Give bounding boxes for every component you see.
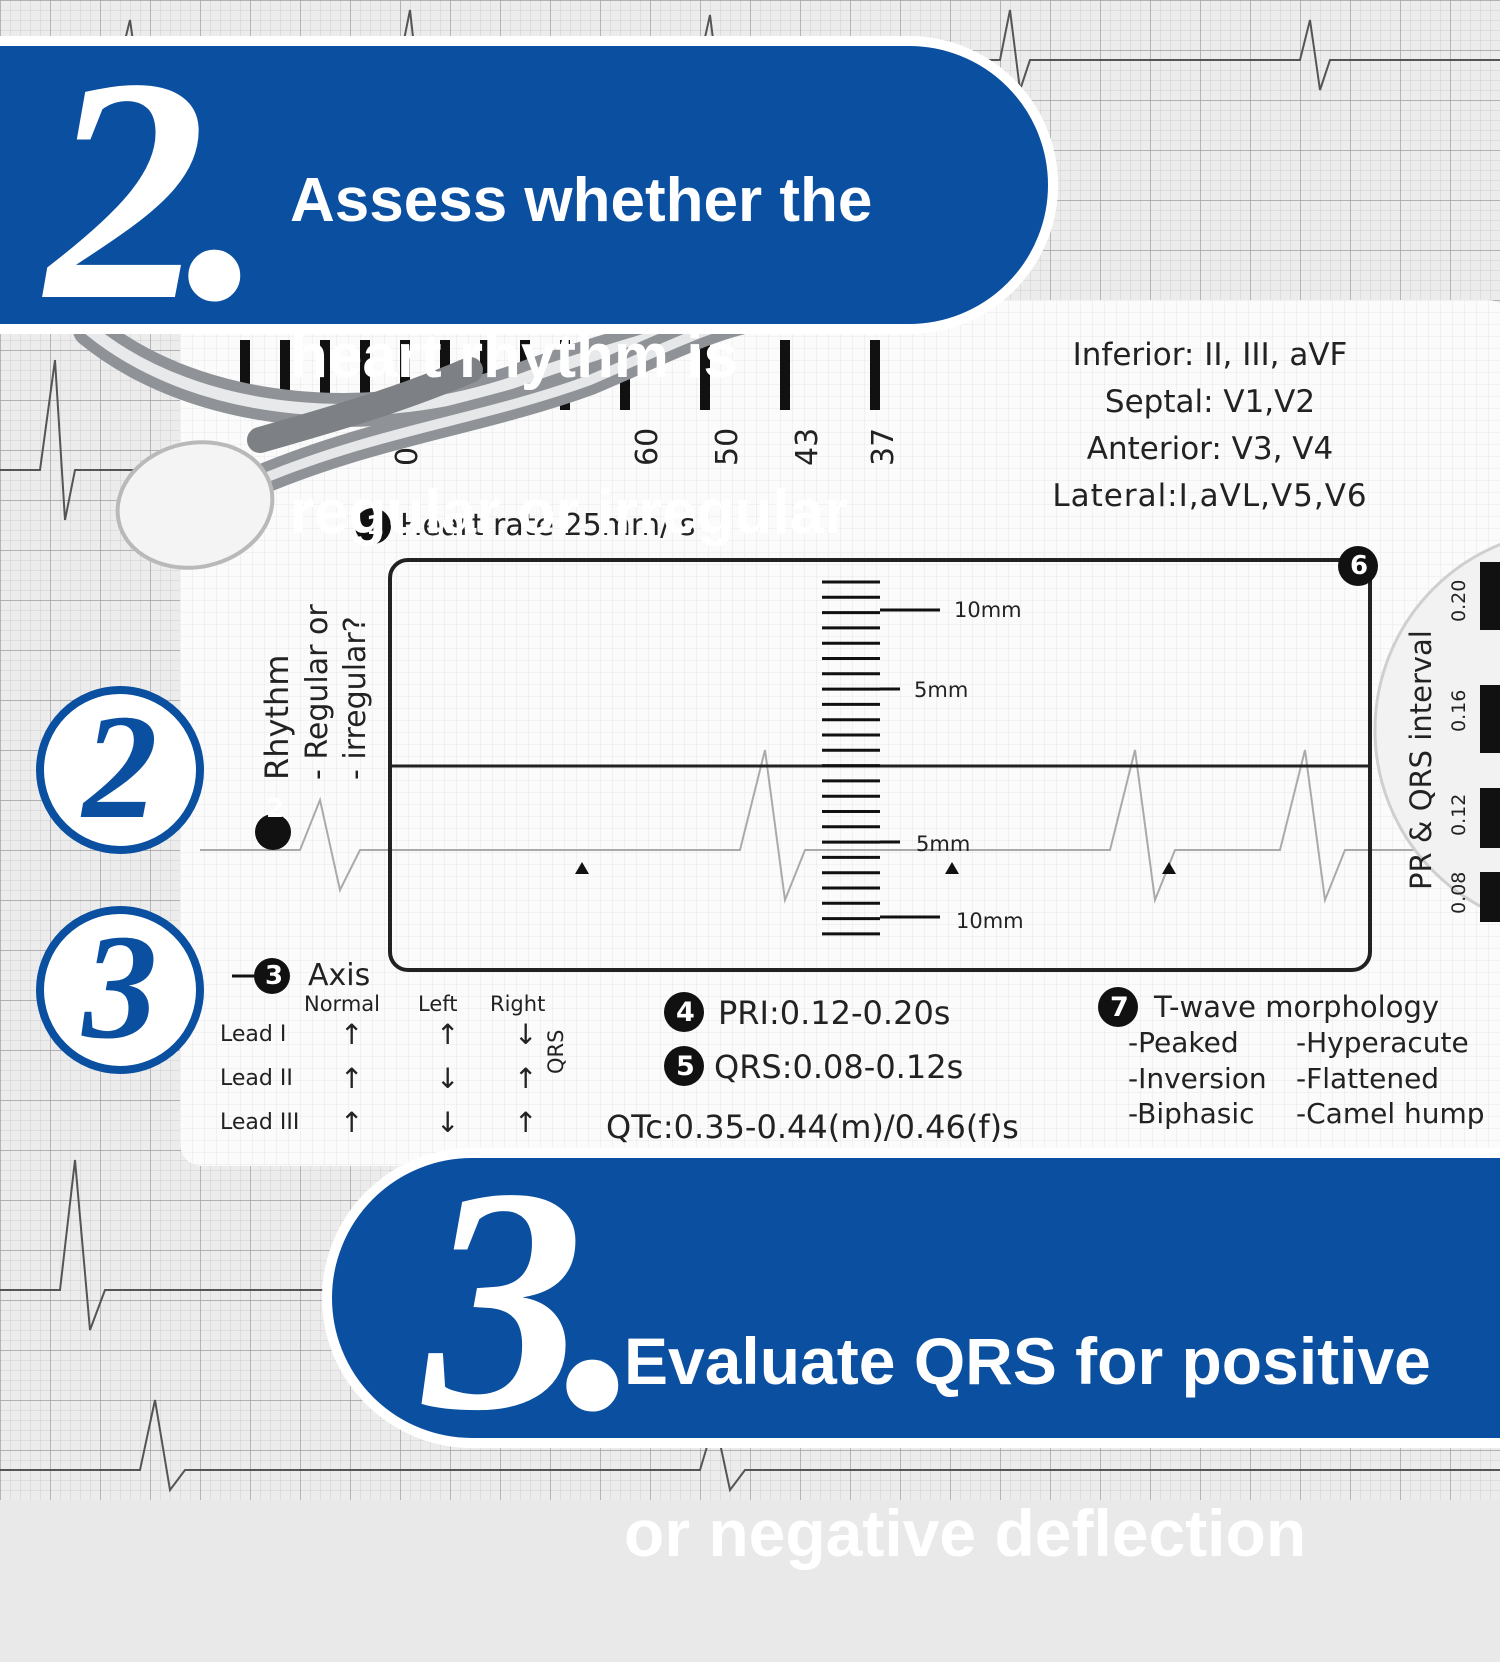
step-7-badge	[1098, 987, 1138, 1027]
twave-hyperacute: -Hyperacute	[1296, 1026, 1469, 1059]
marker-triangle	[575, 862, 589, 874]
twave-inversion: -Inversion	[1128, 1062, 1267, 1095]
card-graphics	[180, 300, 1500, 1166]
interval-tick-0-12: 0.12	[1448, 793, 1470, 836]
interval-bars	[1480, 562, 1500, 922]
lead-group-septal: Septal: V1,V2	[1104, 384, 1316, 420]
step-2-banner: 2. Assess whether the heart rhythm is re…	[0, 30, 1058, 547]
rhythm-sub-irregular: - irregular?	[338, 616, 373, 780]
ecg-trace-bottom2	[0, 1399, 1500, 1493]
qrs-range: QRS:0.08-0.12s	[714, 1048, 964, 1086]
ecg-trace-left	[0, 359, 160, 521]
pri-range: PRI:0.12-0.20s	[718, 994, 951, 1032]
step-1-badge	[355, 508, 391, 544]
axis-col-left: Left	[418, 992, 458, 1016]
step-3-number: 3	[265, 961, 284, 991]
mm-scale	[822, 580, 880, 936]
twave-peaked: -Peaked	[1128, 1026, 1239, 1059]
axis-row-lead: Lead I	[220, 1022, 287, 1047]
step-6-badge	[1338, 546, 1378, 586]
twave-biphasic: -Biphasic	[1128, 1097, 1255, 1130]
axis-arrow: ↓	[436, 1062, 460, 1095]
step-2-description-line: heart rhythm is	[290, 322, 738, 391]
scale-label-bottom-5mm: 5mm	[916, 832, 971, 856]
axis-col-normal: Normal	[304, 992, 380, 1016]
step-3-badge	[254, 958, 290, 994]
lead-groups: Inferior: II, III, aVF Septal: V1,V2 Ant…	[1000, 332, 1420, 520]
heart-rate-label: Heart rate 25mm/ s	[400, 508, 696, 543]
step-3-circle-number: 3	[82, 904, 158, 1070]
axis-col-right: Right	[490, 992, 546, 1016]
step-3-description-line: or negative deflection	[624, 1496, 1307, 1570]
step-2-number: 2	[265, 793, 285, 824]
interval-wheel	[1373, 543, 1500, 917]
axis-arrow: ↑	[340, 1062, 364, 1095]
axis-arrow: ↑	[340, 1106, 364, 1139]
axis-qrs-label: QRS	[544, 1029, 568, 1074]
step-4-badge	[664, 992, 704, 1032]
rhythm-label: Rhythm	[258, 654, 296, 780]
axis-arrow: ↑	[514, 1106, 538, 1139]
lead-group-lateral: Lateral:I,aVL,V5,V6	[1052, 478, 1368, 514]
step-2-badge	[255, 814, 291, 850]
scale-label-top-10mm: 10mm	[954, 598, 1022, 622]
step-2-circle-number: 2	[82, 684, 158, 850]
marker-triangle	[945, 862, 959, 874]
interval-label: PR & QRS interval	[1404, 630, 1438, 890]
step-2-description-line: regular or irregular	[290, 478, 849, 547]
interval-tick-0-20: 0.20	[1448, 579, 1470, 622]
step-3-description-line: Evaluate QRS for positive	[624, 1324, 1431, 1398]
step-5-badge	[664, 1046, 704, 1086]
twave-camel-hump: -Camel hump	[1296, 1097, 1485, 1130]
step-6-number: 6	[1350, 551, 1369, 581]
step-3-banner: 3. Evaluate QRS for positive or negative…	[322, 1140, 1500, 1570]
interval-tick-0-16: 0.16	[1448, 689, 1470, 732]
axis-arrow: ↑	[514, 1062, 538, 1095]
twave-title: T-wave morphology	[1154, 990, 1440, 1024]
axis-row-lead: Lead III	[220, 1110, 300, 1135]
step-2-big-number: 2.	[46, 13, 266, 367]
axis-arrow: ↓	[436, 1106, 460, 1139]
twave-flattened: -Flattened	[1296, 1062, 1440, 1095]
step-4-number: 4	[676, 997, 695, 1028]
qtc-range: QTc:0.35-0.44(m)/0.46(f)s	[606, 1108, 1019, 1146]
step-3-circle: 3	[36, 906, 204, 1074]
step-1-number: 1	[366, 511, 385, 541]
step-3-description: Evaluate QRS for positive or negative de…	[624, 1232, 1500, 1662]
ecg-trace-bottom	[0, 1159, 330, 1331]
step-5-number: 5	[676, 1051, 695, 1082]
interval-tick-0-08: 0.08	[1448, 871, 1470, 914]
step-2-description: Assess whether the heart rhythm is regul…	[290, 84, 1010, 630]
lead-group-inferior: Inferior: II, III, aVF	[1072, 337, 1348, 373]
axis-title: Axis	[308, 958, 371, 993]
axis-arrow: ↑	[340, 1018, 364, 1051]
lead-group-anterior: Anterior: V3, V4	[1086, 431, 1334, 467]
step-2-description-line: Assess whether the	[290, 166, 873, 235]
rhythm-sub-regular: - Regular or	[300, 604, 335, 780]
axis-arrow: ↑	[436, 1018, 460, 1051]
marker-triangle	[1162, 862, 1176, 874]
step-2-circle: 2	[36, 686, 204, 854]
axis-row-lead: Lead II	[220, 1066, 293, 1091]
scale-label-bottom-10mm: 10mm	[956, 909, 1024, 933]
card-ecg-trace	[200, 749, 1500, 904]
axis-arrow: ↓	[514, 1018, 538, 1051]
step-7-number: 7	[1110, 992, 1129, 1023]
scale-label-top-5mm: 5mm	[914, 678, 969, 702]
step-3-big-number: 3.	[424, 1123, 644, 1477]
